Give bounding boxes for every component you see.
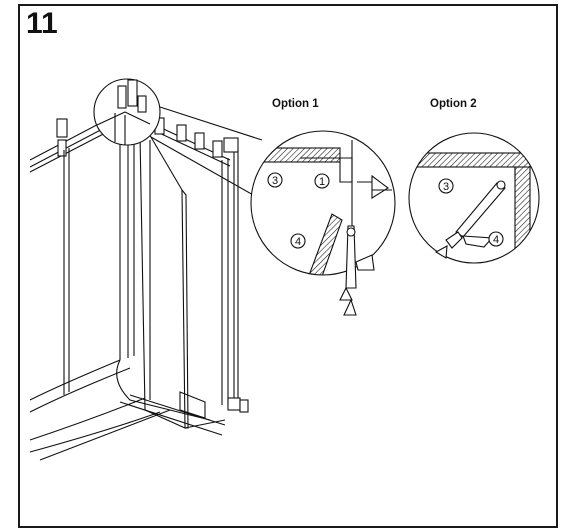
option-2-label: Option 2 — [430, 98, 477, 110]
callout-part-3-opt2: 3 — [443, 181, 449, 193]
callout-part-4-opt2: 4 — [493, 234, 499, 246]
caulking-gun-icon — [339, 225, 375, 316]
option-1-label: Option 1 — [272, 98, 319, 110]
callout-part-1-opt1: 1 — [319, 176, 325, 188]
instruction-panel: 11 — [18, 4, 558, 528]
option-1-detail — [250, 130, 396, 316]
callout-part-4-opt1: 4 — [295, 236, 301, 248]
callout-part-3-opt1: 3 — [272, 175, 278, 187]
detail-zoom-circle — [93, 78, 263, 201]
caulking-gun-icon — [434, 180, 506, 259]
shower-enclosure — [29, 117, 249, 461]
option-2-detail — [408, 132, 540, 264]
step-number: 11 — [26, 7, 58, 40]
